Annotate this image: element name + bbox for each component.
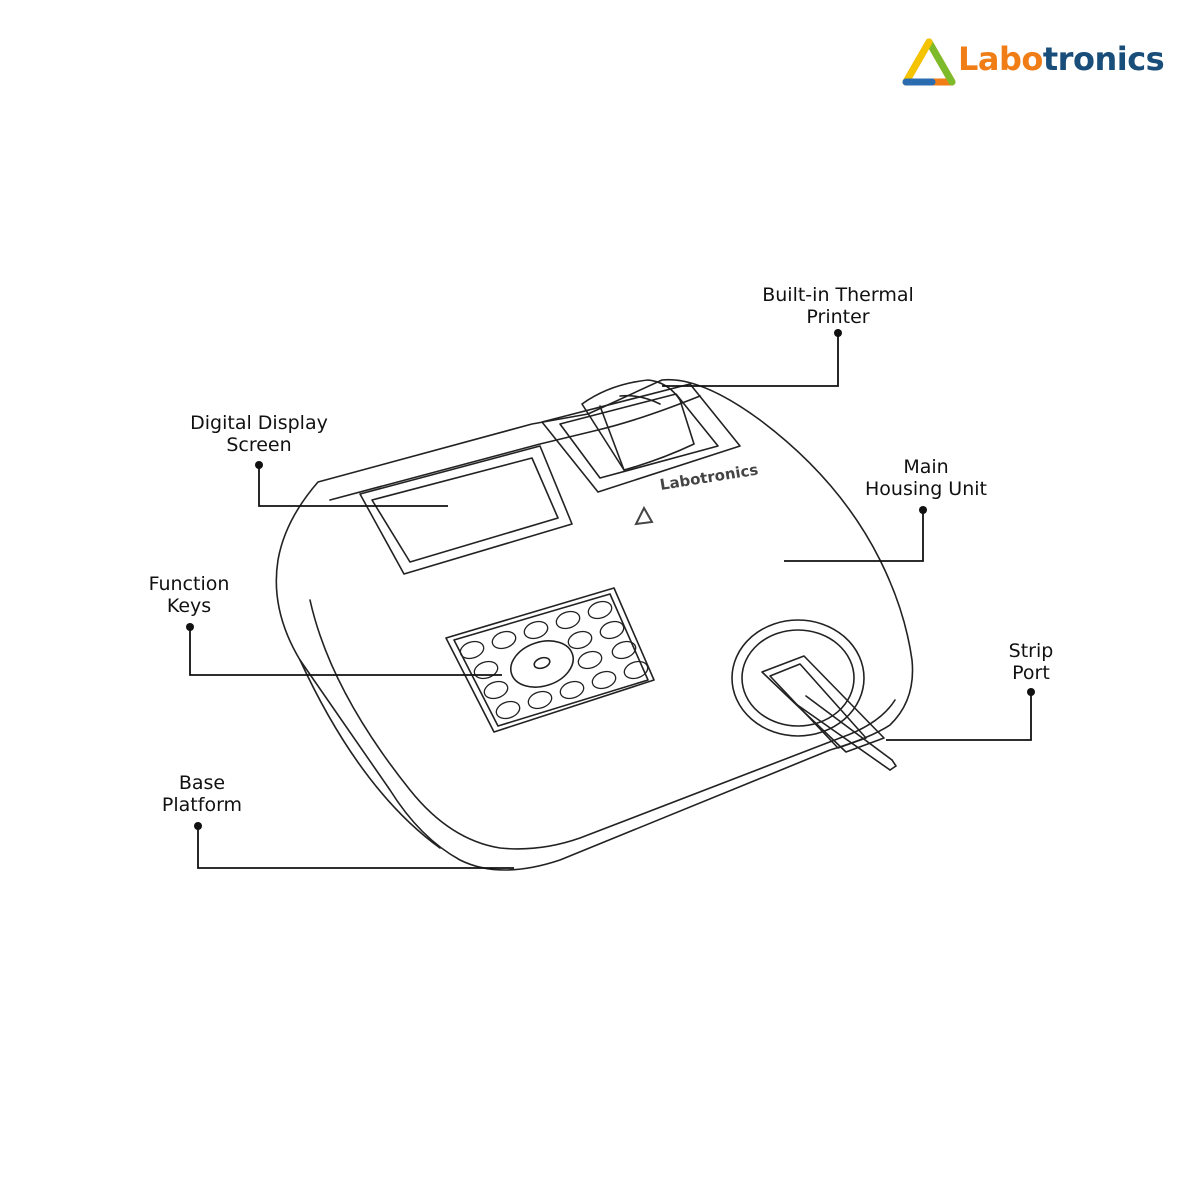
keys-dot (186, 623, 194, 631)
display-dot (255, 461, 263, 469)
printer-lid (581, 379, 695, 471)
callout-strip: Strip Port (981, 640, 1081, 684)
brand-name-part1: Labo (958, 40, 1043, 78)
display-glass (371, 457, 559, 563)
base-dot (194, 822, 202, 830)
callout-housing-line1: Main (903, 456, 949, 478)
callout-base-line1: Base (178, 772, 226, 794)
callout-printer-line2: Printer (806, 306, 870, 328)
brand-logo: Labotronics (902, 38, 1165, 88)
callout-strip-line1: Strip (1008, 640, 1054, 662)
callout-strip-line2: Port (1012, 662, 1050, 684)
keypad-keys (459, 600, 649, 720)
printer-slot (559, 393, 719, 479)
callout-display-line2: Screen (226, 434, 292, 456)
housing-outline (275, 378, 914, 871)
callout-base-line2: Platform (161, 794, 243, 816)
housing-leader (784, 510, 924, 562)
strip-tray (761, 655, 885, 753)
strip-leader (886, 692, 1032, 741)
callout-base: Base Platform (142, 772, 262, 816)
strip-port-recess (731, 619, 865, 737)
callout-housing-line2: Housing Unit (865, 478, 987, 500)
printer-leader (662, 333, 839, 387)
keypad-panel (445, 587, 655, 733)
housing-dot (919, 506, 927, 514)
callout-keys: Function Keys (114, 573, 264, 617)
keypad-nav-ring (510, 640, 574, 688)
callout-keys-line2: Keys (166, 595, 212, 617)
callout-display: Digital Display Screen (159, 412, 359, 456)
callout-printer: Built-in Thermal Printer (738, 284, 938, 328)
callout-display-line1: Digital Display (190, 412, 328, 434)
brand-name: Labotronics (958, 40, 1165, 78)
brand-name-part2: tronics (1042, 40, 1165, 78)
device-logo-icon (634, 505, 654, 526)
display-leader (258, 465, 448, 507)
keys-leader (189, 627, 502, 676)
strip-dot (1027, 688, 1035, 696)
callout-keys-line1: Function (148, 573, 230, 595)
display-bezel (359, 445, 573, 575)
printer-dot (834, 329, 842, 337)
base-bottom-line (299, 659, 441, 849)
callout-housing: Main Housing Unit (826, 456, 1026, 500)
base-leader (197, 826, 514, 869)
callout-printer-line1: Built-in Thermal (762, 284, 914, 306)
triangle-logo-icon (902, 38, 956, 86)
base-inner-line (309, 599, 896, 850)
